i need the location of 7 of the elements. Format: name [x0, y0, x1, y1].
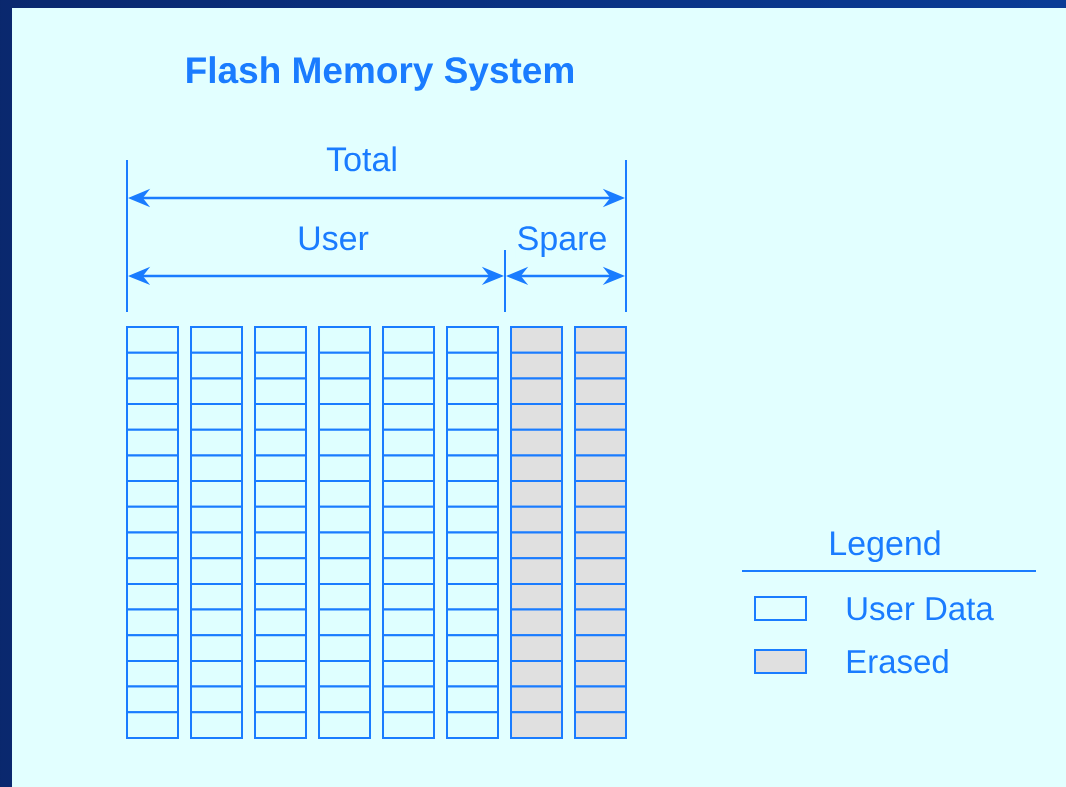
title: Flash Memory System	[187, 56, 573, 91]
legend-heading: Legend	[831, 530, 940, 563]
legend-label: User Data	[847, 597, 994, 621]
dimension-label: User	[296, 225, 370, 252]
dimension-label: Total	[325, 145, 399, 173]
dimension-label: Spare	[515, 225, 609, 259]
legend-label: Erased	[847, 649, 948, 674]
